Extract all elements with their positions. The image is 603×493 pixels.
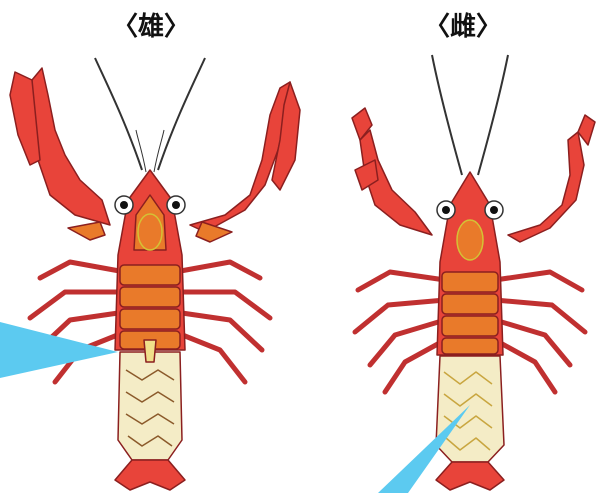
crayfish-female: [352, 55, 595, 490]
crayfish-male: [10, 58, 300, 490]
